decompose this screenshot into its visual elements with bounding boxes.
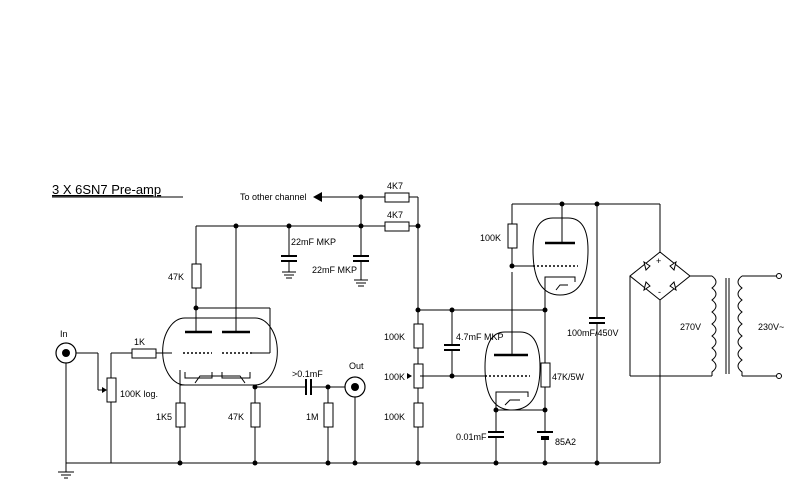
c-01mf-label: >0.1mF xyxy=(292,369,323,379)
v-230-label: 230V~ xyxy=(758,322,784,332)
capacitor-22mf-1 xyxy=(281,255,297,262)
ground-icon xyxy=(282,271,296,279)
resistor-47k-cathode xyxy=(250,402,261,428)
resistor-100k-reg xyxy=(507,223,518,249)
r-100k-reg-label: 100K xyxy=(480,233,501,243)
resistor-1m xyxy=(323,402,334,428)
schematic-title: 3 X 6SN7 Pre-amp xyxy=(52,182,161,197)
output-label: Out xyxy=(349,361,364,371)
resistor-47k-plate xyxy=(191,263,202,289)
input-jack-icon[interactable] xyxy=(55,342,77,364)
v-270-label: 270V xyxy=(680,322,701,332)
output-jack-icon[interactable] xyxy=(344,376,366,398)
c-47mf-label: 4.7mF MKP xyxy=(456,332,504,342)
resistor-1k5 xyxy=(175,402,186,428)
capacitor-22mf-2 xyxy=(353,255,369,262)
r-1k-label: 1K xyxy=(134,337,145,347)
r-4k7-top-label: 4K7 xyxy=(387,181,403,191)
resistor-4k7-top xyxy=(384,192,410,203)
diode-bridge-icon: + - xyxy=(629,251,691,301)
capacitor-100mf xyxy=(589,317,605,324)
resistor-47k-5w xyxy=(540,362,551,388)
left-arrow-icon xyxy=(313,192,322,202)
r-1m-label: 1M xyxy=(306,412,319,422)
resistor-100k-bottom xyxy=(413,402,424,428)
r-100k-pot-label: 100K xyxy=(384,372,405,382)
r-4k7-mid-label: 4K7 xyxy=(387,210,403,220)
svg-text:-: - xyxy=(658,287,661,297)
r-100k-bot-label: 100K xyxy=(384,412,405,422)
tube-v2-icon xyxy=(532,217,589,296)
capacitor-0-01mf xyxy=(488,431,504,438)
svg-text:+: + xyxy=(656,256,661,266)
volume-pot[interactable] xyxy=(98,370,117,463)
pot-100k-log-label: 100K log. xyxy=(120,389,158,399)
input-label: In xyxy=(60,329,68,339)
c-100mf-label: 100mF/450V xyxy=(567,328,619,338)
c-22mf-1-label: 22mF MKP xyxy=(291,237,336,247)
other-channel-label: To other channel xyxy=(240,192,307,202)
resistor-100k-top xyxy=(413,323,424,349)
c-001mf-label: 0.01mF xyxy=(456,432,487,442)
capacitor-0-1mf xyxy=(305,379,312,395)
ground-icon xyxy=(58,463,74,479)
r-47k-cathode-label: 47K xyxy=(228,412,244,422)
r-1k5-label: 1K5 xyxy=(156,412,172,422)
r-47k-5w-label: 47K/5W xyxy=(552,372,585,382)
ground-icon xyxy=(354,279,368,287)
resistor-1k xyxy=(131,348,157,359)
c-22mf-2-label: 22mF MKP xyxy=(312,265,357,275)
transformer-icon xyxy=(711,275,743,376)
resistor-4k7-mid xyxy=(384,221,410,232)
r-47k-plate-label: 47K xyxy=(168,272,184,282)
r-100k-top-label: 100K xyxy=(384,332,405,342)
tube-85a2-label: 85A2 xyxy=(555,437,576,447)
capacitor-4-7mf xyxy=(444,344,460,351)
tube-v1-icon xyxy=(162,317,278,386)
gas-tube-85a2-icon xyxy=(537,431,553,440)
